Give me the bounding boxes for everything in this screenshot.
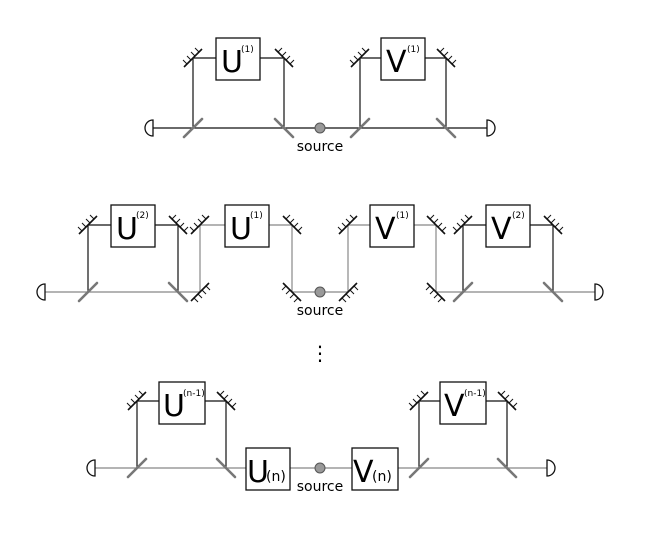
beam-splitter (167, 281, 189, 303)
beam-splitter (77, 281, 99, 303)
v-n-minus-1-box-main: V (444, 389, 465, 424)
v-n-minus-1-box-sup: (n-1) (464, 389, 486, 399)
detector-icon (486, 119, 496, 137)
u-n-minus-1-box-main: U (163, 389, 185, 424)
detector-icon (546, 459, 556, 477)
beam-splitter (496, 457, 518, 479)
source-icon (314, 286, 326, 298)
u1-box-main: U (230, 212, 252, 247)
detector-icon (86, 459, 96, 477)
detector-icon (36, 283, 46, 301)
bottom-interferometer: source U (n-1) V (n-1) U (n) V (n) (86, 381, 556, 495)
u1-box-main: U (221, 45, 243, 80)
top-interferometer: source U (1) V (1) (144, 37, 496, 155)
beam-splitter (408, 457, 430, 479)
u1-box-sup: (1) (250, 211, 263, 221)
detector-icon (594, 283, 604, 301)
beam-splitter (435, 117, 457, 139)
u1-box-sup: (1) (241, 45, 254, 55)
beam-splitter (349, 117, 371, 139)
u-n-minus-1-box-sup: (n-1) (183, 389, 205, 399)
beam-splitter (542, 281, 564, 303)
beam-splitter (273, 117, 295, 139)
beam-splitter (126, 457, 148, 479)
u1-box (224, 204, 270, 248)
u1-box (215, 37, 261, 81)
beam-splitter (452, 281, 474, 303)
middle-interferometer: source U (2) U (1) V (1) V (2) (36, 204, 604, 319)
source-icon (314, 462, 326, 474)
u2-box-sup: (2) (136, 211, 149, 221)
v2-box-main: V (491, 212, 512, 247)
source-icon (314, 122, 326, 134)
source-label: source (297, 479, 344, 495)
beam-splitter (215, 457, 237, 479)
v1-box-sup: (1) (407, 45, 420, 55)
u-n-box-sub: (n) (266, 469, 286, 485)
vertical-ellipsis: ⋮ (310, 341, 330, 365)
source-label: source (297, 303, 344, 319)
v1-box-main: V (375, 212, 396, 247)
u-n-box (245, 447, 291, 491)
v-n-box-main: V (353, 455, 374, 490)
u2-box (110, 204, 156, 248)
beam-splitter (182, 117, 204, 139)
u2-box-main: U (116, 212, 138, 247)
v2-box (485, 204, 531, 248)
v-n-box-sub: (n) (372, 469, 392, 485)
detector-icon (144, 119, 154, 137)
v1-box-main: V (386, 45, 407, 80)
v-n-box (351, 447, 399, 491)
v1-box (380, 37, 426, 81)
v1-box-sup: (1) (396, 211, 409, 221)
u-n-box-main: U (247, 455, 269, 490)
source-label: source (297, 139, 344, 155)
v1-box (369, 204, 415, 248)
v-n-minus-1-box (439, 381, 487, 425)
u-n-minus-1-box (158, 381, 206, 425)
v2-box-sup: (2) (512, 211, 525, 221)
